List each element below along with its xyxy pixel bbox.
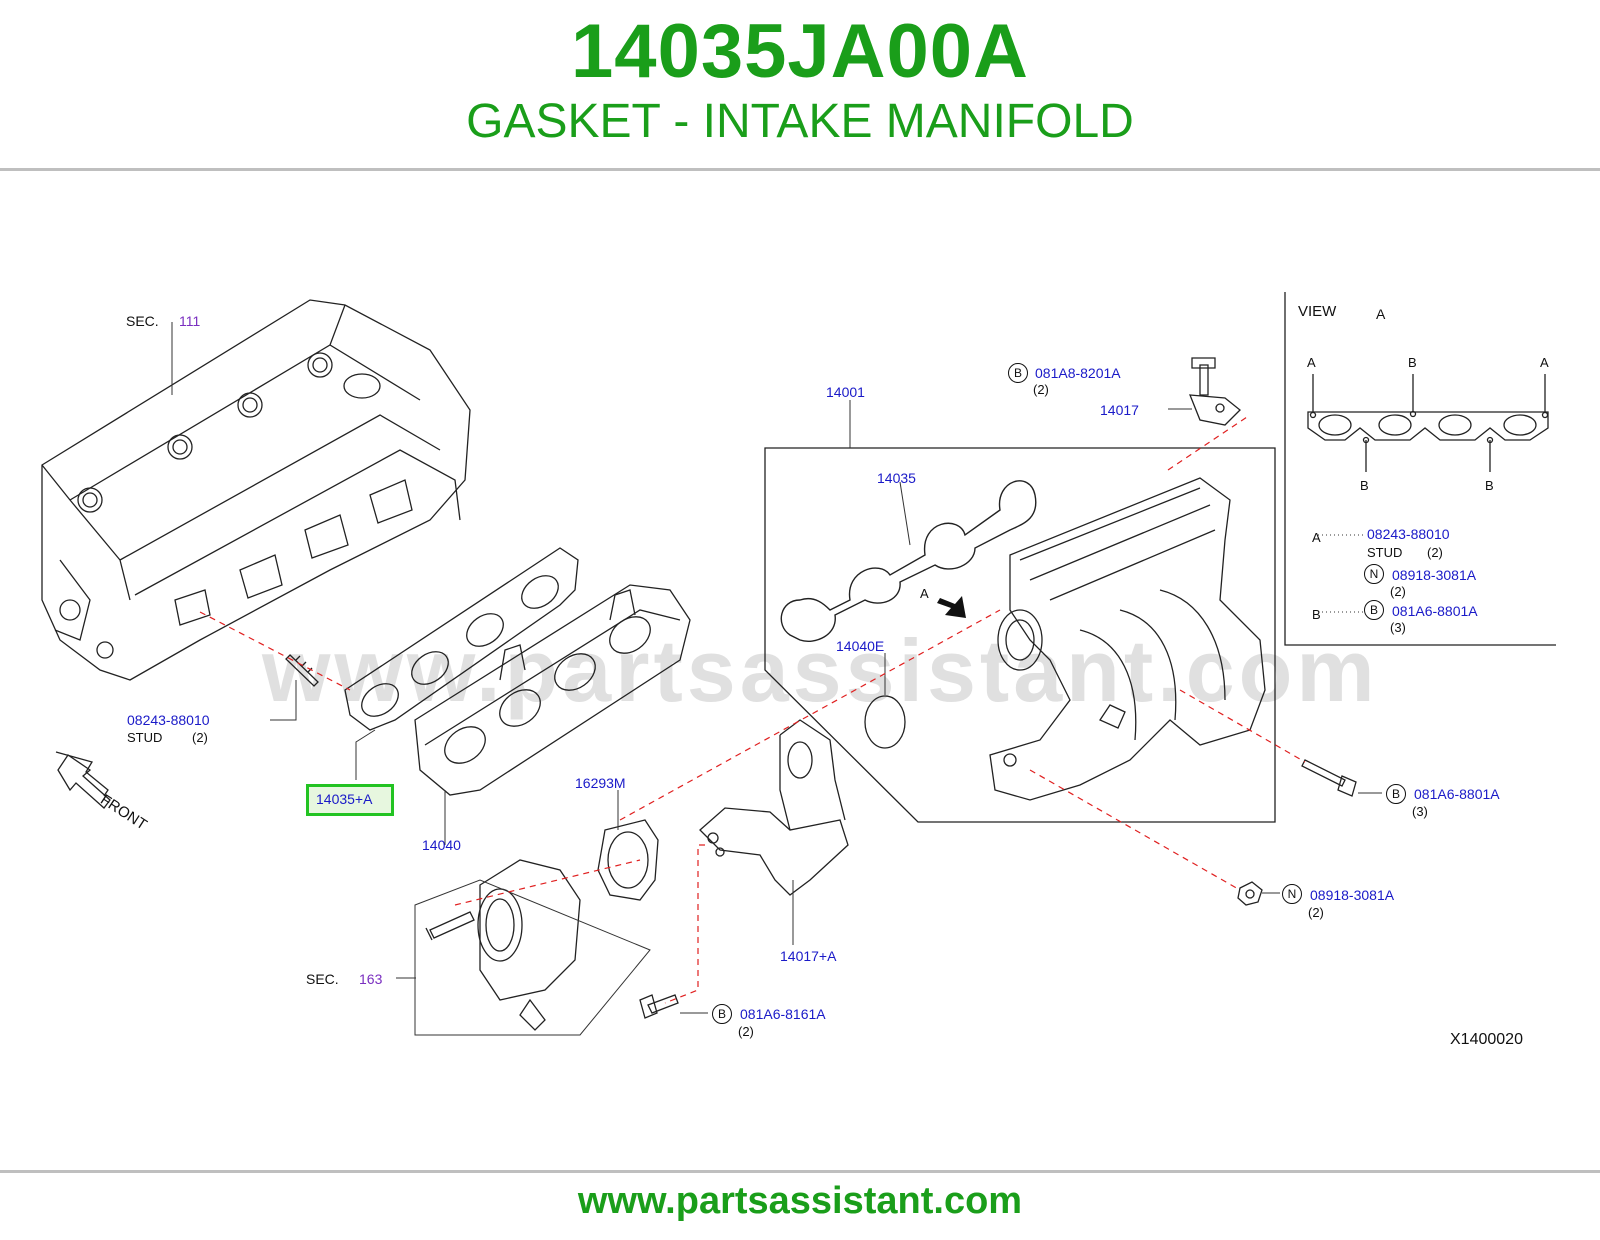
gasket-16293m-drawing [597, 819, 659, 901]
part-14017a-link[interactable]: 14017+A [780, 948, 837, 964]
stud-drawing [285, 654, 319, 687]
cylinder-head-drawing [41, 299, 471, 681]
leader-lines [171, 322, 1382, 1036]
throttle-body-drawing [425, 859, 581, 1031]
part-14035-link[interactable]: 14035 [877, 470, 916, 486]
bolt-right-part-link[interactable]: 081A6-8801A [1414, 786, 1500, 802]
view-arrow-a [937, 596, 966, 618]
footer-website-link[interactable]: www.partsassistant.com [577, 1180, 1023, 1222]
legend-nut-part-link[interactable]: 08918-3081A [1392, 567, 1477, 583]
bolt-right-drawing [1301, 759, 1357, 797]
stud-qty: (2) [192, 730, 208, 745]
nut-right-part-link[interactable]: 08918-3081A [1310, 887, 1395, 903]
arrow-a-label: A [920, 586, 929, 601]
nut-right-qty: (2) [1308, 905, 1324, 920]
stud-part-link[interactable]: 08243-88010 [127, 712, 210, 728]
legend-stud-desc: STUD [1367, 545, 1403, 560]
footer-divider [0, 1170, 1600, 1173]
view-letter: A [1376, 306, 1386, 322]
lower-manifold-14040-drawing [414, 584, 691, 796]
gasket-14035-drawing [780, 480, 1037, 642]
part-14017-link[interactable]: 14017 [1100, 402, 1139, 418]
view-mark-a-right: A [1540, 355, 1549, 370]
bracket-14017a-drawing [699, 719, 849, 896]
alignment-dashes [199, 414, 1306, 1004]
part-number-title: 14035JA00A [571, 9, 1029, 94]
legend-stud-part-link[interactable]: 08243-88010 [1367, 526, 1450, 542]
legend-stud-qty: (2) [1427, 545, 1443, 560]
upper-manifold-drawing [989, 477, 1266, 801]
part-name-title: GASKET - INTAKE MANIFOLD [466, 95, 1134, 148]
sec-111-link[interactable]: 111 [179, 313, 201, 329]
legend-key-a: A [1312, 530, 1321, 545]
view-mark-b-top: B [1408, 355, 1417, 370]
view-mark-b-right: B [1485, 478, 1494, 493]
sec-163-link[interactable]: 163 [359, 971, 383, 987]
part-14040-link[interactable]: 14040 [422, 837, 461, 853]
legend-bolt-qty: (3) [1390, 620, 1406, 635]
o-ring-14040e-drawing [864, 695, 906, 749]
legend-nut-badge: N [1364, 564, 1384, 584]
gasket-14035a-drawing [344, 547, 579, 731]
nut-right-badge: N [1282, 884, 1302, 904]
stud-desc: STUD [127, 730, 163, 745]
bolt-bottom-drawing [639, 994, 679, 1019]
nut-right-drawing [1237, 881, 1263, 906]
view-mark-a-left: A [1307, 355, 1316, 370]
bolt-bottom-part-link[interactable]: 081A6-8161A [740, 1006, 826, 1022]
front-arrow-drawing [55, 751, 111, 809]
view-mark-b-left: B [1360, 478, 1369, 493]
part-14001-link[interactable]: 14001 [826, 384, 865, 400]
diagram-code: X1400020 [1450, 1031, 1523, 1048]
sec-111-prefix: SEC. [126, 313, 159, 329]
legend-nut-qty: (2) [1390, 584, 1406, 599]
bracket-14017-drawing [1189, 357, 1241, 426]
bolt-top-badge: B [1008, 363, 1028, 383]
watermark-text: www.partsassistant.com [262, 621, 1379, 720]
bolt-bottom-qty: (2) [738, 1024, 754, 1039]
legend-key-b: B [1312, 607, 1321, 622]
legend-bolt-part-link[interactable]: 081A6-8801A [1392, 603, 1478, 619]
part-14040e-link[interactable]: 14040E [836, 638, 885, 654]
bolt-top-part-link[interactable]: 081A8-8201A [1035, 365, 1121, 381]
bolt-top-qty: (2) [1033, 382, 1049, 397]
gasket-highlight-box[interactable]: 14035+A [306, 784, 394, 816]
part-16293m-link[interactable]: 16293M [575, 775, 626, 791]
sec-163-prefix: SEC. [306, 971, 339, 987]
legend-bolt-badge: B [1364, 600, 1384, 620]
view-a-gasket-drawing [1307, 374, 1549, 472]
header-divider [0, 168, 1600, 171]
bolt-right-qty: (3) [1412, 804, 1428, 819]
bolt-right-badge: B [1386, 784, 1406, 804]
view-title: VIEW [1298, 303, 1337, 320]
bolt-bottom-badge: B [712, 1004, 732, 1024]
gasket-highlight-label: 14035+A [316, 791, 373, 807]
